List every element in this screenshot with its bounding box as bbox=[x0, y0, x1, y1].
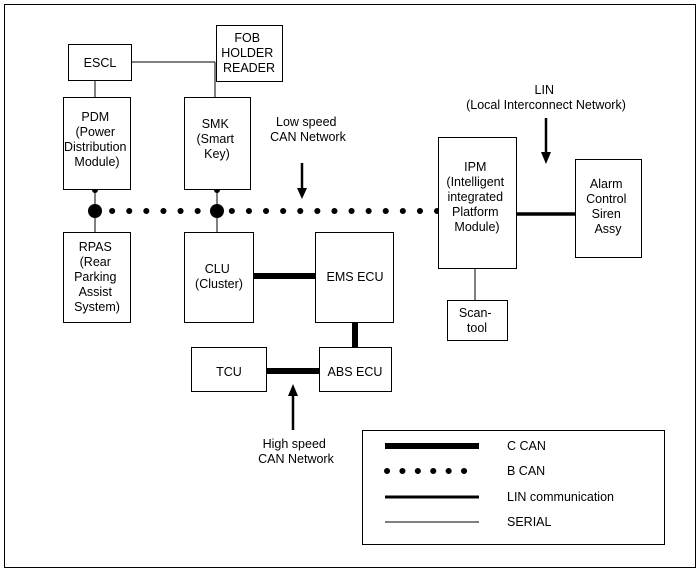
ems-label: EMS ECU bbox=[327, 270, 384, 284]
ipm-label-line1: IPM bbox=[464, 160, 486, 174]
svg-text:CLU (Cluster): CLU (Cluster) bbox=[195, 262, 243, 291]
scan-label-line1: Scan- bbox=[459, 306, 492, 320]
clu-label-line2: (Cluster) bbox=[195, 277, 243, 291]
legend-box bbox=[362, 430, 665, 545]
high-speed-arrow-head bbox=[288, 384, 298, 396]
pdm-module: PDM (Power Distribution Module) bbox=[63, 97, 131, 190]
smk-label-line1: SMK bbox=[202, 117, 230, 131]
alarm-label-line3: Siren bbox=[592, 207, 621, 221]
tcu-module: TCU bbox=[191, 347, 267, 392]
svg-text:ABS ECU: ABS ECU bbox=[328, 365, 383, 379]
svg-text:TCU: TCU bbox=[216, 365, 242, 379]
ipm-label-line4: Platform bbox=[452, 205, 499, 219]
clu-module: CLU (Cluster) bbox=[184, 232, 254, 323]
fob-holder-reader-module: FOB HOLDER READER bbox=[216, 25, 283, 82]
low-speed-annotation: Low speed CAN Network bbox=[270, 115, 346, 144]
pdm-label-line1: PDM bbox=[81, 110, 109, 124]
b-can-junction-right bbox=[210, 204, 224, 218]
escl-module: ESCL bbox=[68, 44, 132, 81]
low-speed-line1: Low speed bbox=[276, 115, 337, 129]
diagram-frame bbox=[4, 4, 696, 568]
svg-text:SMK (Smart Key): SMK (Smart Key) bbox=[197, 117, 238, 161]
svg-text:ESCL: ESCL bbox=[84, 56, 117, 70]
abs-label: ABS ECU bbox=[328, 365, 383, 379]
lin-annotation-line2: (Local Interconnect Network) bbox=[466, 98, 626, 112]
alarm-label-line4: Assy bbox=[594, 222, 622, 236]
low-speed-arrow-head bbox=[297, 188, 307, 199]
pdm-label-line2: (Power bbox=[75, 125, 115, 139]
lin-annotation-line1: LIN bbox=[535, 83, 554, 97]
lin-annotation: LIN (Local Interconnect Network) bbox=[466, 83, 626, 112]
low-speed-line2: CAN Network bbox=[270, 130, 346, 144]
legend-c-can-label: C CAN bbox=[507, 439, 546, 453]
arrows bbox=[288, 118, 551, 430]
rpas-label-line2: (Rear bbox=[80, 255, 111, 269]
alarm-label-line1: Alarm bbox=[590, 177, 623, 191]
scan-label-line2: tool bbox=[467, 321, 487, 335]
high-speed-annotation: High speed CAN Network bbox=[258, 437, 334, 466]
legend-serial-label: SERIAL bbox=[507, 515, 552, 529]
svg-text:IPM (Intelligent i: IPM (Intelligent integrated Platform Mod… bbox=[446, 160, 507, 234]
alarm-siren-module: Alarm Control Siren Assy bbox=[575, 159, 642, 258]
pdm-label-line4: Module) bbox=[74, 155, 119, 169]
fob-label-line1: FOB bbox=[234, 31, 260, 45]
abs-ecu-module: ABS ECU bbox=[319, 347, 392, 392]
legend-b-can-label: B CAN bbox=[507, 464, 545, 478]
smk-label-line3: Key) bbox=[204, 147, 230, 161]
high-speed-line1: High speed bbox=[263, 437, 326, 451]
clu-label-line1: CLU bbox=[205, 262, 230, 276]
svg-text:EMS ECU: EMS ECU bbox=[327, 270, 384, 284]
ipm-label-line2: (Intelligent bbox=[446, 175, 504, 189]
rpas-label-line5: System) bbox=[74, 300, 120, 314]
svg-text:FOB HOLDER READER: FOB HOLDER READER bbox=[221, 31, 277, 75]
tcu-label: TCU bbox=[216, 365, 242, 379]
escl-label: ESCL bbox=[84, 56, 117, 70]
serial-links bbox=[94, 61, 476, 300]
legend-lin-label: LIN communication bbox=[507, 490, 614, 504]
rpas-label-line3: Parking bbox=[74, 270, 116, 284]
rpas-label-line1: RPAS bbox=[79, 240, 112, 254]
svg-text:Alarm Control Sire: Alarm Control Siren Assy bbox=[586, 177, 630, 236]
high-speed-line2: CAN Network bbox=[258, 452, 334, 466]
c-can-links bbox=[253, 273, 358, 374]
lin-arrow-head bbox=[541, 152, 551, 164]
legend: C CAN B CAN LIN communication SERIAL bbox=[362, 430, 665, 545]
alarm-label-line2: Control bbox=[586, 192, 626, 206]
b-can-junction-left bbox=[88, 204, 102, 218]
smk-module: SMK (Smart Key) bbox=[184, 97, 251, 190]
fob-label-line2: HOLDER bbox=[221, 46, 273, 60]
svg-text:PDM (Power Distrib: PDM (Power Distribution Module) bbox=[64, 110, 130, 169]
ipm-label-line5: Module) bbox=[454, 220, 499, 234]
rpas-label-line4: Assist bbox=[79, 285, 113, 299]
svg-text:RPAS (Rear Parking: RPAS (Rear Parking Assist System) bbox=[74, 240, 120, 314]
fob-label-line3: READER bbox=[223, 61, 275, 75]
rpas-module: RPAS (Rear Parking Assist System) bbox=[63, 232, 131, 323]
ipm-label-line3: integrated bbox=[447, 190, 503, 204]
pdm-label-line3: Distribution bbox=[64, 140, 127, 154]
scan-tool-module: Scan- tool bbox=[447, 300, 508, 341]
ems-ecu-module: EMS ECU bbox=[315, 232, 394, 323]
ipm-module: IPM (Intelligent integrated Platform Mod… bbox=[438, 137, 517, 269]
smk-label-line2: (Smart bbox=[197, 132, 235, 146]
svg-text:Scan- tool: Scan- tool bbox=[459, 306, 495, 335]
